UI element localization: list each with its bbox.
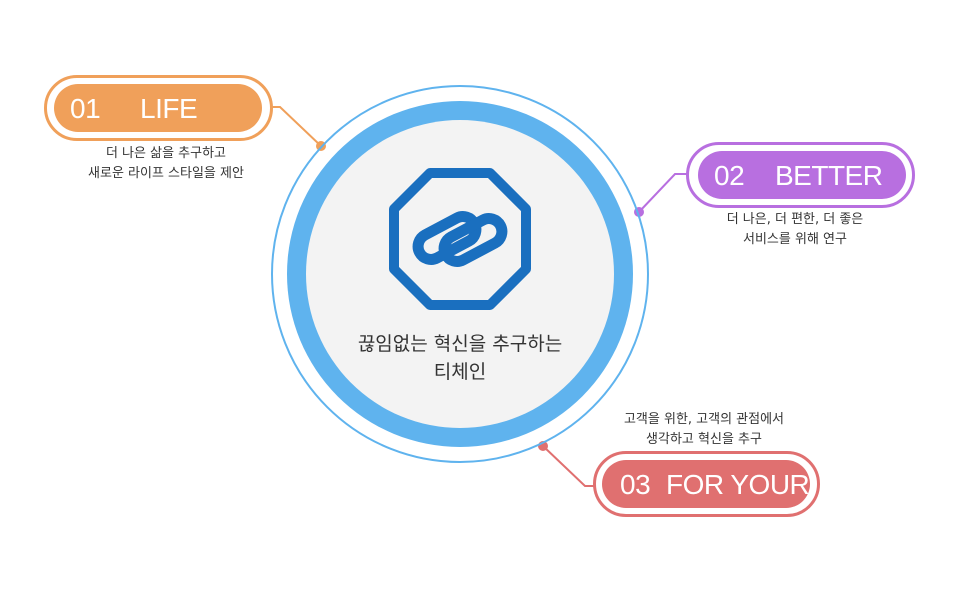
desc-better: 더 나은, 더 편한, 더 좋은 서비스를 위해 연구 (690, 210, 900, 250)
desc-foryour-line-2: 생각하고 혁신을 추구 (646, 432, 762, 447)
connector-life (266, 106, 322, 147)
pill-title-foryour: FOR YOUR (666, 469, 810, 500)
connector-better (638, 173, 688, 213)
center-line-1: 끊임없는 혁신을 추구하는 (357, 333, 563, 355)
tchain-logo-icon (389, 168, 531, 310)
pill-title-better: BETTER (775, 160, 883, 191)
pill-number-foryour: 03 (620, 469, 651, 500)
desc-better-line-1: 더 나은, 더 편한, 더 좋은 (726, 212, 864, 227)
connector-foryour (542, 445, 598, 487)
pill-foryour: 03 FOR YOUR (602, 460, 810, 508)
pill-title-life: LIFE (140, 93, 198, 124)
desc-foryour: 고객을 위한, 고객의 관점에서 생각하고 혁신을 추구 (594, 410, 814, 450)
pill-better: 02 BETTER (698, 151, 906, 199)
pill-number-life: 01 (70, 93, 101, 124)
desc-life-line-2: 새로운 라이프 스타일을 제안 (88, 166, 244, 181)
desc-better-line-2: 서비스를 위해 연구 (743, 232, 847, 247)
pill-life: 01 LIFE (54, 84, 262, 132)
desc-life-line-1: 더 나은 삶을 추구하고 (105, 146, 227, 161)
outer-ring (271, 85, 649, 463)
desc-foryour-line-1: 고객을 위한, 고객의 관점에서 (623, 412, 785, 427)
pill-number-better: 02 (714, 160, 745, 191)
center-caption: 끊임없는 혁신을 추구하는 티체인 (320, 330, 600, 386)
center-line-2: 티체인 (433, 361, 487, 383)
desc-life: 더 나은 삶을 추구하고 새로운 라이프 스타일을 제안 (56, 144, 276, 184)
